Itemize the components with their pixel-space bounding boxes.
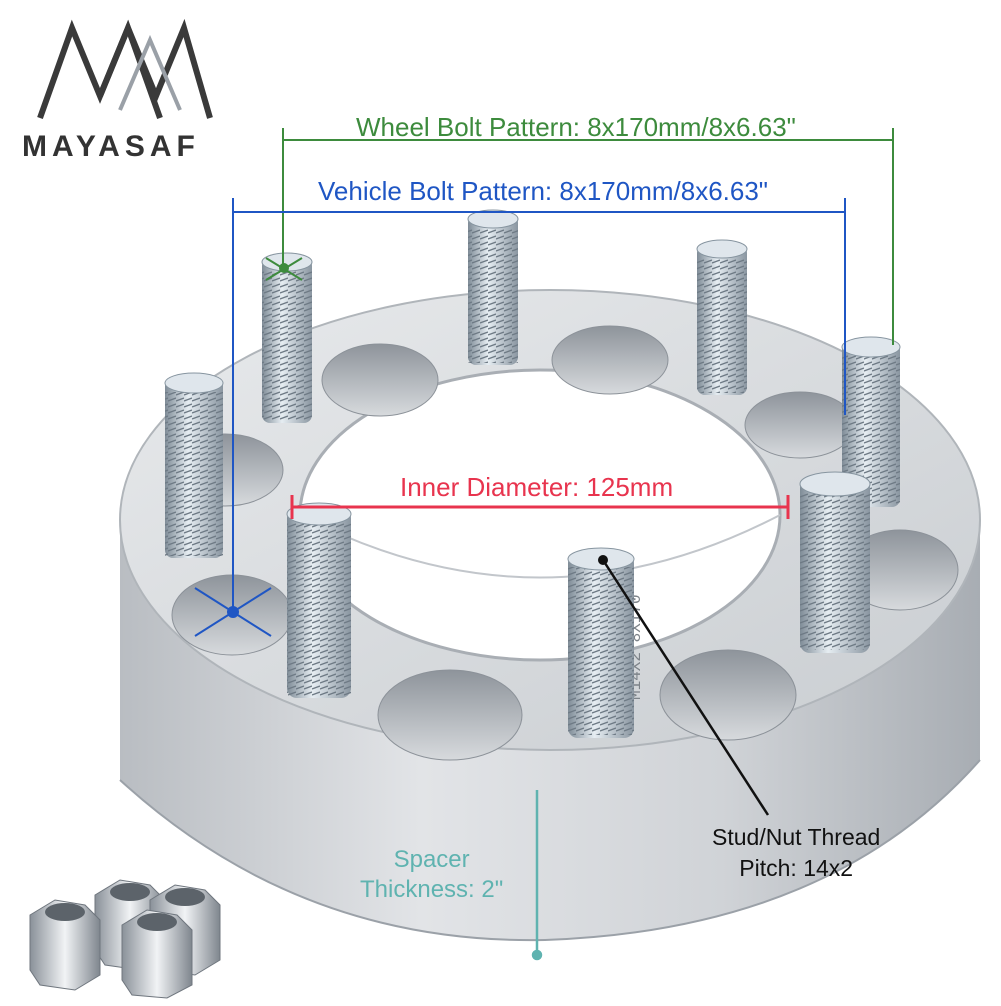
lug-nut xyxy=(29,899,101,991)
stud xyxy=(164,372,224,558)
stud xyxy=(567,547,635,738)
spacer-label-line1: Spacer xyxy=(393,846,470,873)
wheel-bolt-pattern-label: Wheel Bolt Pattern: 8x170mm/8x6.63" xyxy=(356,112,796,142)
thread-pitch-label: Stud/Nut Thread Pitch: 14x2 xyxy=(712,822,880,884)
spacer-thickness-label: Spacer Thickness: 2" xyxy=(360,845,503,905)
vehicle-bolt-pattern-label: Vehicle Bolt Pattern: 8x170mm/8x6.63" xyxy=(318,176,769,206)
spacer-label-line2: Thickness: 2" xyxy=(360,876,504,903)
thread-pitch-pointer xyxy=(598,555,770,816)
wheel-bolt-pattern-dimension xyxy=(265,128,894,345)
inner-diameter-dimension xyxy=(290,495,790,519)
thread-label-line2: Pitch: 14x2 xyxy=(739,855,854,881)
stud xyxy=(261,252,313,423)
vehicle-bolt-pattern-dimension xyxy=(194,198,846,637)
stud xyxy=(286,502,352,698)
spacer-thickness-dimension xyxy=(531,790,543,961)
brand-logo xyxy=(37,18,213,120)
stud xyxy=(696,239,748,395)
lug-nut xyxy=(121,909,193,999)
stud xyxy=(799,471,871,653)
lug-nuts xyxy=(29,879,221,999)
stud xyxy=(467,209,519,365)
brand-name: MAYASAF xyxy=(22,130,200,163)
inner-diameter-label: Inner Diameter: 125mm xyxy=(400,472,674,502)
thread-label-line1: Stud/Nut Thread xyxy=(712,824,881,850)
studs xyxy=(164,209,901,738)
